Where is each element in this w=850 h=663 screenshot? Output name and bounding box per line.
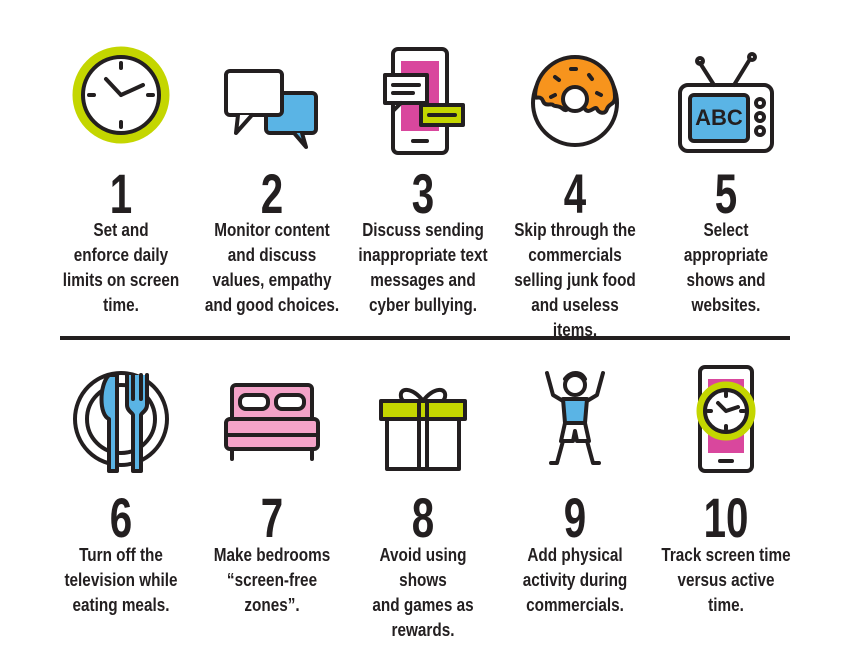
tip-text-line: Discuss sending <box>362 220 484 240</box>
tip-text-line: limits on screen <box>62 270 180 290</box>
tip-text-line: eating meals. <box>72 595 170 615</box>
tip-text: Set and enforce daily limits on screen time… <box>53 218 189 318</box>
tip-text-line: inappropriate text <box>358 245 488 265</box>
tip-number: 1 <box>109 162 133 225</box>
tip-text: Discuss sending inappropriate text message… <box>355 218 491 318</box>
tip-number: 2 <box>260 162 284 225</box>
tip-text-line: and games as <box>372 595 474 615</box>
tip-text-line: values, empathy <box>212 270 332 290</box>
tip-text-line: websites. <box>691 295 761 315</box>
tip-text-line: commercials <box>528 245 622 265</box>
tip-text-line: messages and <box>370 270 476 290</box>
tip-text-line: time. <box>708 595 744 615</box>
tip-text-line: time. <box>103 295 139 315</box>
tip-text-line: Add physical <box>527 545 623 565</box>
tip-number: 10 <box>703 486 749 549</box>
tip-text: Add physical activity during commercials. <box>507 543 643 618</box>
gift-icon <box>373 365 473 475</box>
tip-text-line: enforce daily <box>73 245 169 265</box>
tip-number: 3 <box>411 162 435 225</box>
tip-text-line: cyber bullying. <box>369 295 477 315</box>
tip-text-line: Monitor content <box>214 220 330 240</box>
tip-text-line: Skip through the <box>514 220 636 240</box>
tip-text: Make bedrooms “screen-free zones”. <box>204 543 340 618</box>
tip-number: 7 <box>260 486 284 549</box>
tip-text-line: Avoid using shows <box>379 545 467 590</box>
tip-text-line: Set and <box>93 220 149 240</box>
tip-text-line: rewards. <box>391 620 455 640</box>
tip-text-line: television while <box>64 570 178 590</box>
bed-icon <box>222 365 322 475</box>
tip-text: Turn off the television while eating meals… <box>53 543 189 618</box>
tip-text-line: shows and <box>686 270 766 290</box>
clock-icon <box>71 45 171 155</box>
tip-number: 9 <box>563 486 587 549</box>
tip-text: Avoid using shows and games as rewards. <box>355 543 491 643</box>
tip-text: Track screen time versus active time. <box>658 543 794 618</box>
tip-number: 4 <box>563 162 587 225</box>
tip-text-line: Turn off the <box>79 545 163 565</box>
phone-clock-icon <box>676 365 776 475</box>
tv-screen-text: ABC <box>695 105 743 130</box>
tip-text-line: and discuss <box>227 245 317 265</box>
tip-number: 6 <box>109 486 133 549</box>
tip-text-line: Track screen time <box>661 545 791 565</box>
donut-icon <box>525 45 625 155</box>
tip-text-line: “screen-free <box>226 570 318 590</box>
person-exercising-icon <box>525 365 625 475</box>
plate-fork-knife-icon <box>71 365 171 475</box>
tip-text-line: and useless items. <box>531 295 619 340</box>
tip-text-line: activity during <box>522 570 628 590</box>
phone-messages-icon <box>373 45 473 155</box>
television-icon: ABC <box>676 45 776 155</box>
tip-text-line: commercials. <box>526 595 624 615</box>
tip-number: 8 <box>411 486 435 549</box>
tip-text: Skip through the commercials selling junk … <box>507 218 643 343</box>
chat-bubbles-icon <box>222 45 322 155</box>
tip-text-line: selling junk food <box>514 270 636 290</box>
tip-text-line: and good choices. <box>204 295 340 315</box>
tip-number: 5 <box>714 162 738 225</box>
tip-text-line: versus active <box>677 570 775 590</box>
tip-text: Select appropriate shows and websites. <box>658 218 794 318</box>
tip-text: Monitor content and discuss values, empath… <box>204 218 340 318</box>
divider <box>60 336 790 340</box>
tip-text-line: Make bedrooms <box>213 545 331 565</box>
tip-text-line: Select <box>703 220 749 240</box>
tip-text-line: zones”. <box>244 595 300 615</box>
tip-text-line: appropriate <box>683 245 769 265</box>
